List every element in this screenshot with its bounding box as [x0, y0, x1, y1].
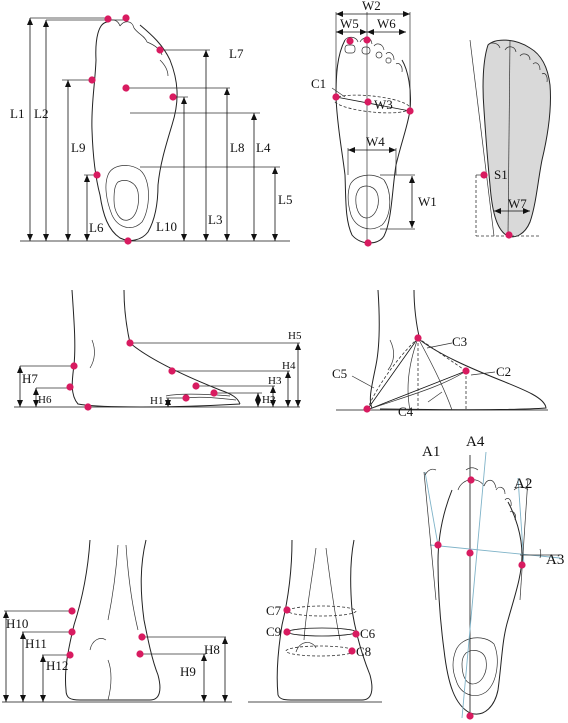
- label-w5: W5: [340, 16, 359, 31]
- label-w6: W6: [377, 16, 396, 31]
- label-c8: C8: [356, 644, 371, 659]
- panel-side-girths: C3 C5 C2 C4: [332, 289, 548, 419]
- label-a3: A3: [546, 552, 564, 568]
- label-h6: H6: [38, 394, 52, 406]
- label-w2: W2: [362, 0, 381, 13]
- label-l4: L4: [256, 140, 271, 155]
- label-a1: A1: [422, 444, 440, 460]
- label-l10: L10: [156, 219, 177, 234]
- label-w4: W4: [366, 134, 385, 149]
- label-h11: H11: [25, 636, 47, 651]
- label-l7: L7: [229, 46, 244, 61]
- label-w1: W1: [418, 194, 437, 209]
- label-h1: H1: [150, 395, 163, 407]
- label-l3: L3: [208, 212, 222, 227]
- label-s1: S1: [494, 167, 508, 182]
- panel-ankle-girths: C7 C9 C6 C8: [248, 539, 382, 703]
- label-h5: H5: [288, 330, 302, 342]
- label-h12: H12: [46, 658, 68, 673]
- label-c1: C1: [311, 76, 326, 91]
- panel-foot-widths: W2 W5 W6 C1 W3 W4 W1: [311, 0, 437, 247]
- label-l1: L1: [10, 106, 24, 121]
- label-l2: L2: [34, 106, 48, 121]
- label-a2: A2: [514, 476, 532, 492]
- panel-foot-lengths: L1 L2 L7 L9 L8 L4 L5 L6 L10 L3: [10, 14, 292, 245]
- label-a4: A4: [466, 434, 485, 450]
- label-h2: H2: [262, 394, 275, 406]
- label-l8: L8: [230, 140, 244, 155]
- label-l9: L9: [71, 140, 85, 155]
- label-c2: C2: [496, 364, 511, 379]
- label-h9: H9: [180, 664, 196, 679]
- label-h10: H10: [6, 616, 28, 631]
- label-l5: L5: [278, 192, 292, 207]
- panel-ankle-heights: H10 H11 H12 H8 H9: [2, 539, 232, 703]
- label-h7: H7: [22, 371, 38, 386]
- label-c6: C6: [360, 626, 376, 641]
- label-h4: H4: [282, 360, 296, 372]
- label-h8: H8: [204, 642, 220, 657]
- panel-sole-shaded: S1 W7: [469, 39, 551, 239]
- label-c4: C4: [398, 404, 414, 419]
- label-c9: C9: [266, 624, 281, 639]
- label-w3: W3: [374, 97, 393, 112]
- label-l6: L6: [89, 220, 104, 235]
- label-h3: H3: [268, 375, 282, 387]
- panel-foot-angles: A1 A4 A2 A3: [422, 434, 564, 720]
- label-c5: C5: [332, 366, 347, 381]
- panel-side-heights: H5 H4 H7 H3 H6 H1 H2: [14, 289, 302, 411]
- label-w7: W7: [508, 196, 527, 211]
- label-c3: C3: [452, 334, 467, 349]
- label-c7: C7: [266, 603, 282, 618]
